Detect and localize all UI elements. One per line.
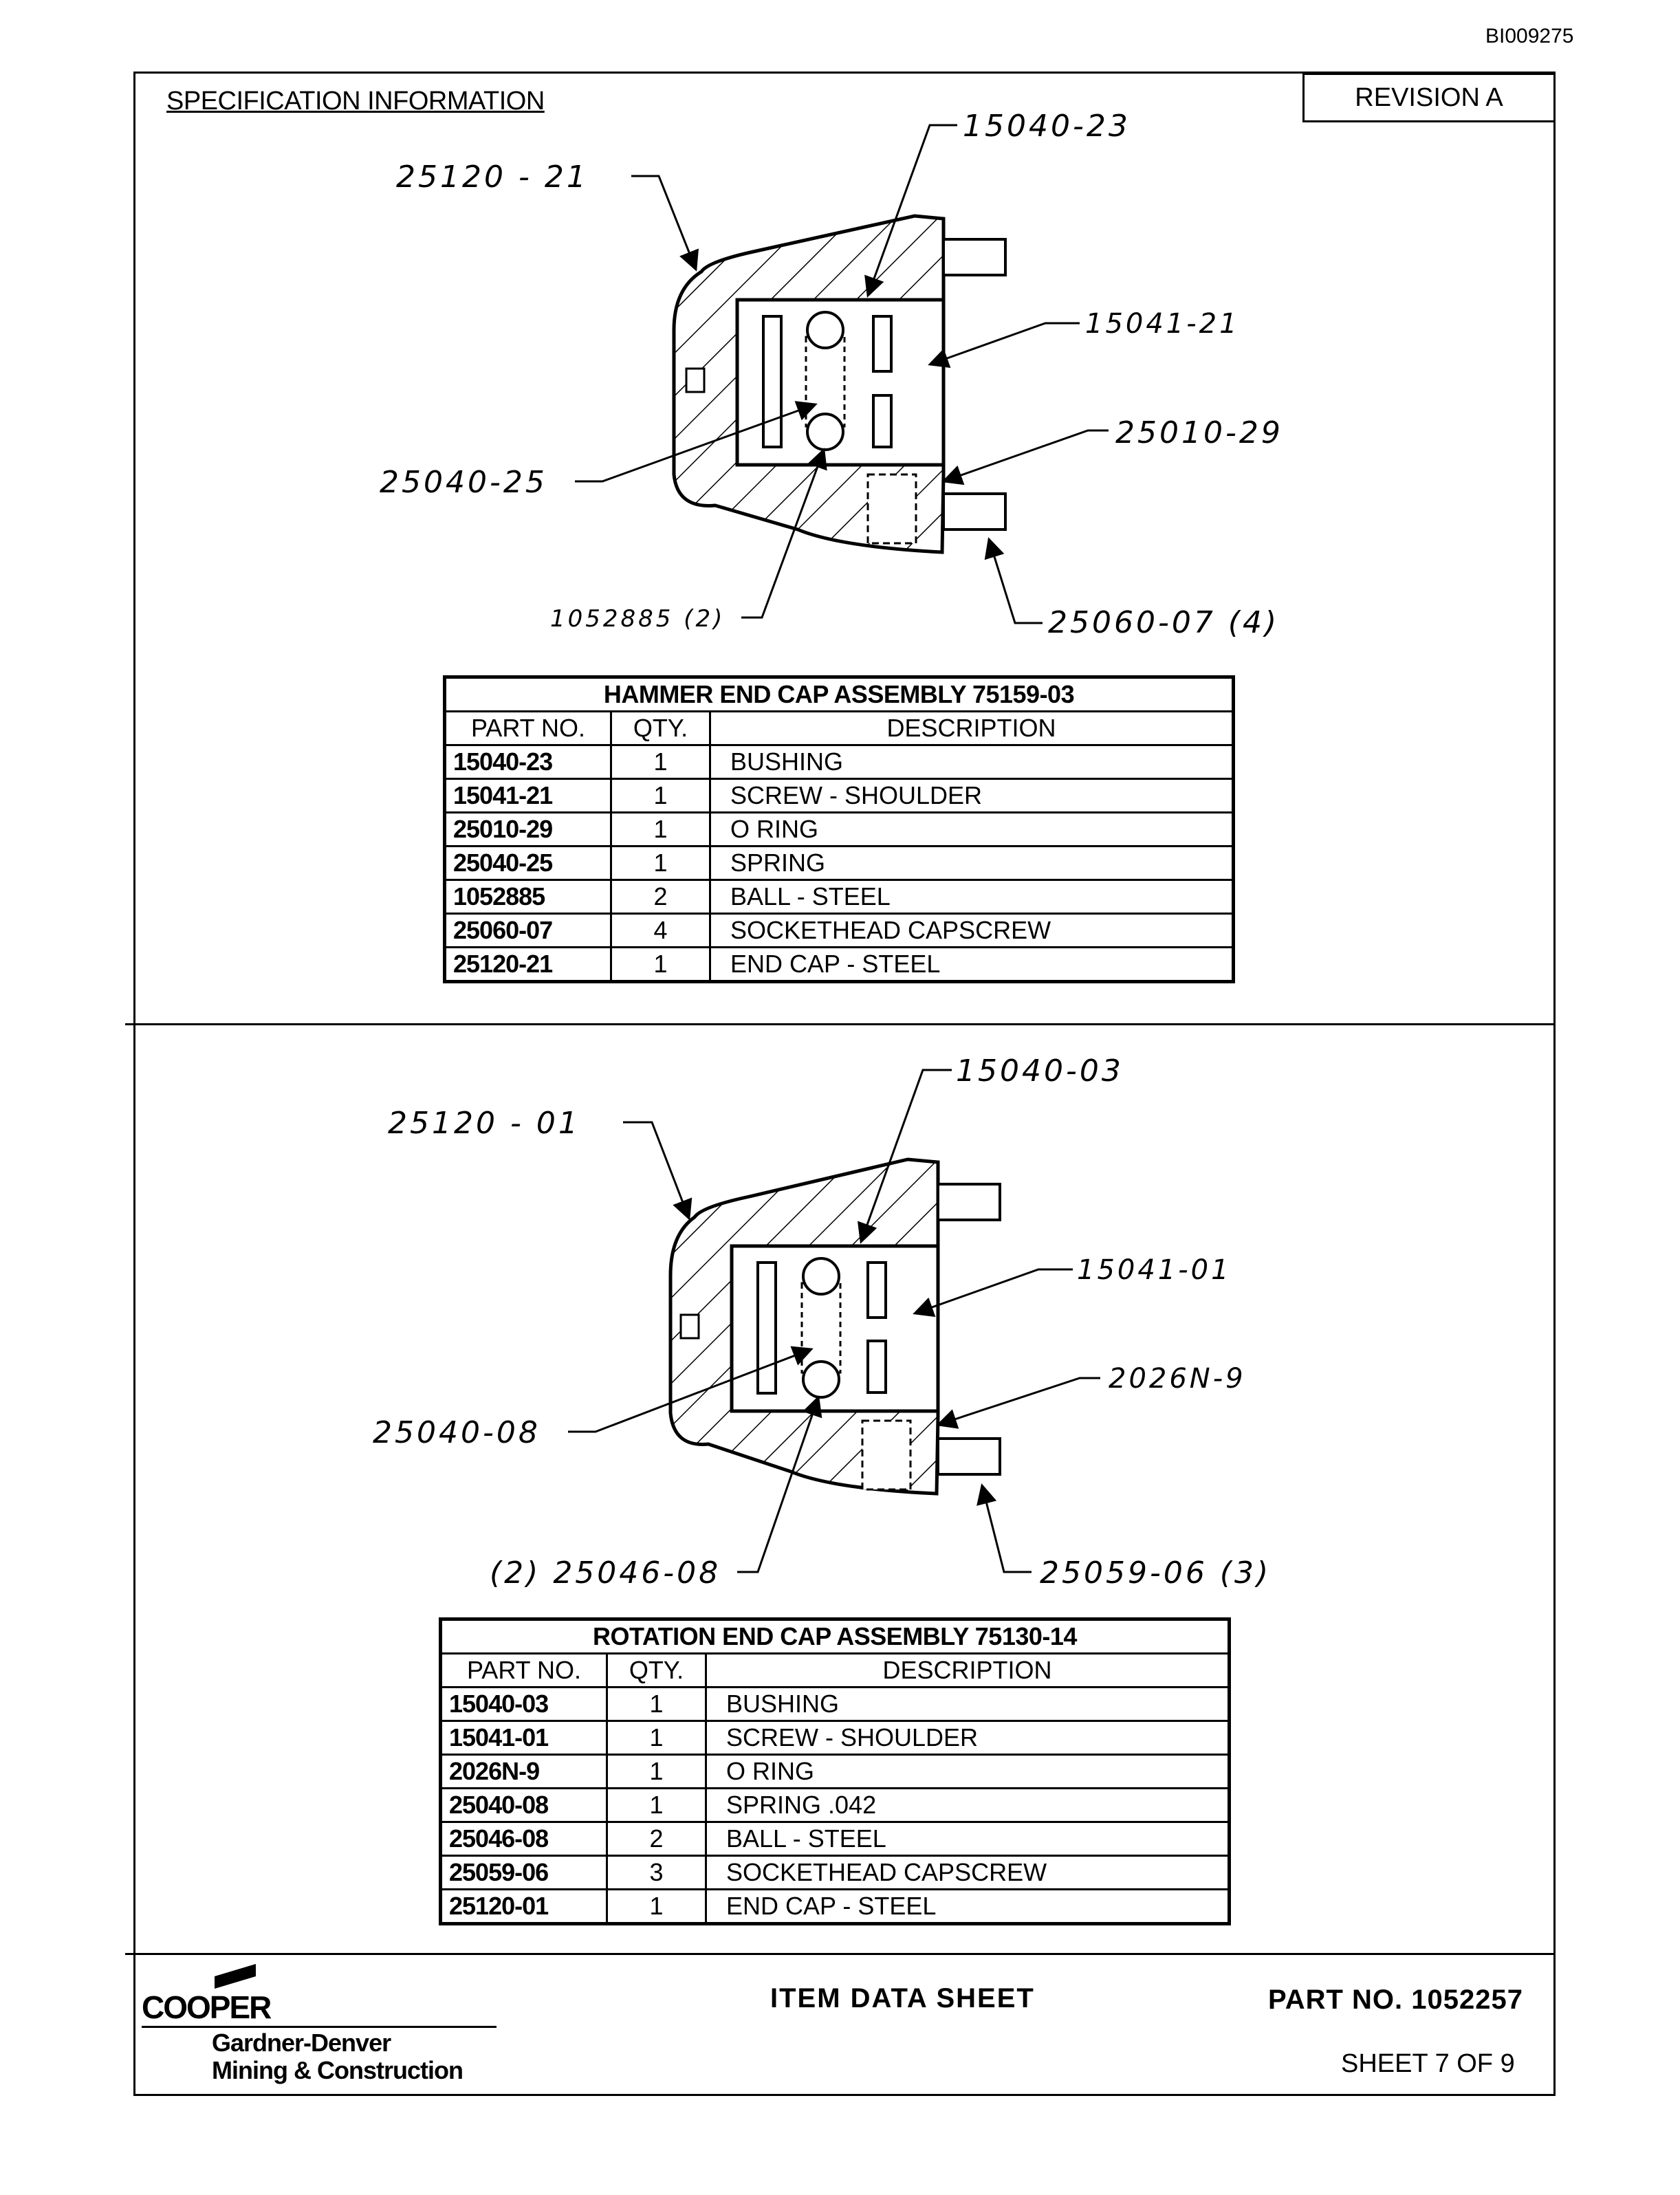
description-cell: SPRING .042 bbox=[705, 1787, 1230, 1823]
column-header-description: DESCRIPTION bbox=[709, 710, 1234, 746]
part-no-cell: 25120-21 bbox=[444, 946, 612, 983]
callout-1052885: 1052885 (2) bbox=[550, 605, 726, 633]
item-data-sheet-title: ITEM DATA SHEET bbox=[770, 1983, 1035, 2013]
qty-cell: 1 bbox=[610, 845, 711, 881]
description-cell: SOCKETHEAD CAPSCREW bbox=[709, 913, 1234, 948]
sheet-number: SHEET 7 OF 9 bbox=[1341, 2049, 1515, 2078]
qty-cell: 2 bbox=[606, 1821, 707, 1857]
qty-cell: 1 bbox=[610, 946, 711, 983]
qty-cell: 1 bbox=[606, 1686, 707, 1722]
description-cell: BUSHING bbox=[705, 1686, 1230, 1722]
description-cell: O RING bbox=[705, 1754, 1230, 1789]
rotation-parts-table: ROTATION END CAP ASSEMBLY 75130-14 PART … bbox=[439, 1617, 1231, 1925]
part-no-cell: 25010-29 bbox=[444, 811, 612, 847]
callout-15040-03: 15040-03 bbox=[956, 1053, 1124, 1089]
qty-cell: 1 bbox=[610, 744, 711, 780]
callout-25010-29: 25010-29 bbox=[1115, 415, 1283, 450]
qty-cell: 1 bbox=[610, 778, 711, 813]
table-title: HAMMER END CAP ASSEMBLY 75159-03 bbox=[444, 676, 1234, 712]
revision-box: REVISION A bbox=[1302, 73, 1556, 122]
callout-15041-21: 15041-21 bbox=[1085, 308, 1240, 340]
qty-cell: 1 bbox=[606, 1720, 707, 1756]
description-cell: END CAP - STEEL bbox=[705, 1888, 1230, 1925]
qty-cell: 1 bbox=[606, 1754, 707, 1789]
section-divider bbox=[125, 1023, 1556, 1025]
spec-title: SPECIFICATION INFORMATION bbox=[166, 87, 545, 116]
part-no-cell: 2026N-9 bbox=[439, 1754, 608, 1789]
company-name-line1: Gardner-Denver bbox=[212, 2029, 391, 2057]
callout-15040-23: 15040-23 bbox=[963, 109, 1131, 144]
document-id: BI009275 bbox=[1485, 25, 1574, 47]
callout-25046-08: (2) 25046-08 bbox=[490, 1555, 721, 1591]
callout-15041-01: 15041-01 bbox=[1077, 1254, 1232, 1286]
callout-25059-06: 25059-06 (3) bbox=[1040, 1555, 1272, 1591]
description-cell: BALL - STEEL bbox=[705, 1821, 1230, 1857]
description-cell: SCREW - SHOULDER bbox=[705, 1720, 1230, 1756]
qty-cell: 2 bbox=[610, 879, 711, 915]
callout-25120-01: 25120 - 01 bbox=[388, 1106, 580, 1141]
part-no-cell: 15041-21 bbox=[444, 778, 612, 813]
qty-cell: 4 bbox=[610, 913, 711, 948]
part-no-cell: 25040-25 bbox=[444, 845, 612, 881]
callout-2026n-9: 2026N-9 bbox=[1109, 1363, 1246, 1395]
hammer-end-cap-drawing bbox=[575, 124, 1109, 624]
description-cell: BALL - STEEL bbox=[709, 879, 1234, 915]
column-header-qty: QTY. bbox=[610, 710, 711, 746]
qty-cell: 1 bbox=[606, 1888, 707, 1925]
logo-rule bbox=[142, 2026, 497, 2028]
qty-cell: 1 bbox=[610, 811, 711, 847]
part-no-cell: 25046-08 bbox=[439, 1821, 608, 1857]
callout-25060-07: 25060-07 (4) bbox=[1048, 605, 1280, 640]
column-header-description: DESCRIPTION bbox=[705, 1652, 1230, 1688]
part-no-cell: 25040-08 bbox=[439, 1787, 608, 1823]
qty-cell: 3 bbox=[606, 1855, 707, 1890]
part-no-cell: 1052885 bbox=[444, 879, 612, 915]
revision-label: REVISION A bbox=[1355, 83, 1503, 112]
description-cell: SCREW - SHOULDER bbox=[709, 778, 1234, 813]
description-cell: O RING bbox=[709, 811, 1234, 847]
sheet-border bbox=[133, 72, 1556, 2096]
qty-cell: 1 bbox=[606, 1787, 707, 1823]
part-no-cell: 15041-01 bbox=[439, 1720, 608, 1756]
part-no-cell: 25120-01 bbox=[439, 1888, 608, 1925]
part-no-cell: 25059-06 bbox=[439, 1855, 608, 1890]
cooper-logo-mark-icon bbox=[215, 1964, 256, 1989]
company-name-line2: Mining & Construction bbox=[212, 2056, 463, 2084]
callout-25040-25: 25040-25 bbox=[380, 465, 547, 500]
part-no-cell: 25060-07 bbox=[444, 913, 612, 948]
column-header-part-no: PART NO. bbox=[444, 710, 612, 746]
hammer-parts-table: HAMMER END CAP ASSEMBLY 75159-03 PART NO… bbox=[443, 675, 1235, 983]
cooper-logo: COOPER bbox=[142, 1989, 272, 2025]
footer-divider bbox=[125, 1953, 1556, 1955]
column-header-qty: QTY. bbox=[606, 1652, 707, 1688]
description-cell: END CAP - STEEL bbox=[709, 946, 1234, 983]
part-number: PART NO. 1052257 bbox=[1268, 1985, 1523, 2015]
table-title: ROTATION END CAP ASSEMBLY 75130-14 bbox=[439, 1618, 1230, 1655]
part-no-cell: 15040-03 bbox=[439, 1686, 608, 1722]
part-no-cell: 15040-23 bbox=[444, 744, 612, 780]
rotation-end-cap-drawing bbox=[568, 1069, 1100, 1573]
description-cell: SPRING bbox=[709, 845, 1234, 881]
callout-25120-21: 25120 - 21 bbox=[396, 160, 589, 195]
description-cell: SOCKETHEAD CAPSCREW bbox=[705, 1855, 1230, 1890]
callout-25040-08: 25040-08 bbox=[373, 1415, 541, 1450]
column-header-part-no: PART NO. bbox=[439, 1652, 608, 1688]
description-cell: BUSHING bbox=[709, 744, 1234, 780]
